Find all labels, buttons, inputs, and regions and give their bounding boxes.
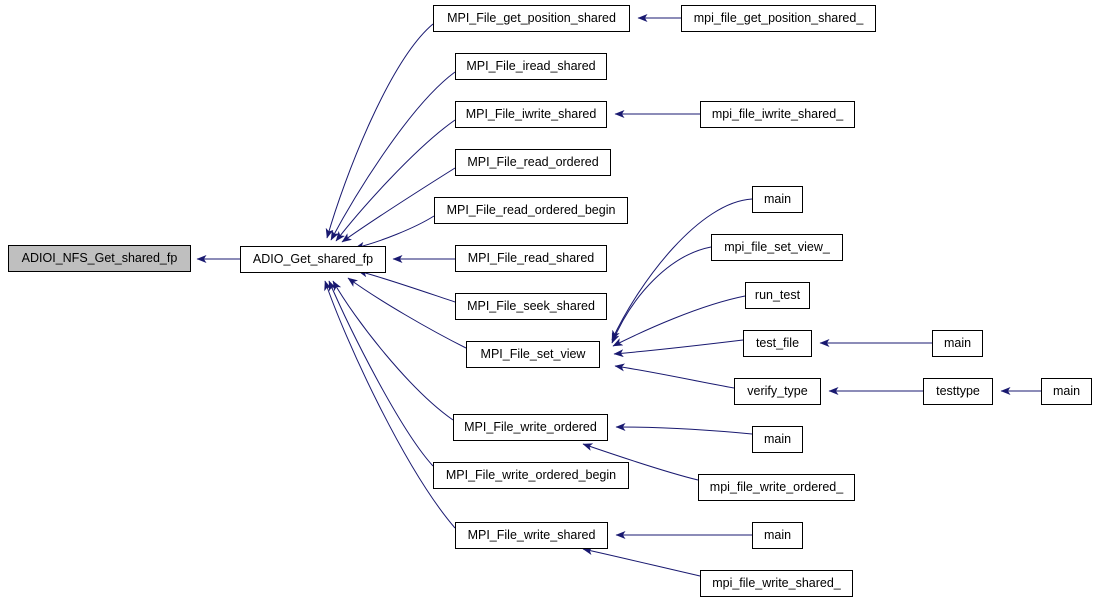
graph-node-mpi_file_write_ordered[interactable]: MPI_File_write_ordered [453, 414, 608, 441]
edge-main_setview-to-mpi_file_set_view [611, 198, 753, 341]
graph-node-label: mpi_file_write_shared_ [712, 576, 841, 591]
graph-node-main_setview[interactable]: main [752, 186, 803, 213]
edge-mpi_file_write_ordered_f-to-mpi_file_write_ordered [582, 443, 699, 481]
edge-mpi_file_write_ordered-to-adio_get_shared_fp [332, 280, 454, 421]
graph-node-label: MPI_File_iread_shared [466, 59, 596, 74]
edge-mpi_file_iwrite_shared-to-adio_get_shared_fp [335, 119, 456, 242]
graph-node-mpi_file_iwrite_shared_f[interactable]: mpi_file_iwrite_shared_ [700, 101, 855, 128]
graph-node-label: ADIOI_NFS_Get_shared_fp [21, 251, 178, 266]
edge-mpi_file_set_view_f-to-mpi_file_set_view [611, 246, 712, 344]
graph-node-label: run_test [754, 288, 801, 303]
graph-node-label: MPI_File_write_ordered [464, 420, 597, 435]
graph-node-label: MPI_File_iwrite_shared [465, 107, 597, 122]
graph-node-mpi_file_set_view[interactable]: MPI_File_set_view [466, 341, 600, 368]
graph-node-mpi_file_read_ordered[interactable]: MPI_File_read_ordered [455, 149, 611, 176]
graph-node-label: mpi_file_get_position_shared_ [693, 11, 864, 26]
edge-mpi_file_set_view-to-adio_get_shared_fp [347, 277, 467, 349]
graph-node-mpi_file_get_position_shared_f[interactable]: mpi_file_get_position_shared_ [681, 5, 876, 32]
graph-node-mpi_file_write_shared_f[interactable]: mpi_file_write_shared_ [700, 570, 853, 597]
graph-node-mpi_file_iread_shared[interactable]: MPI_File_iread_shared [455, 53, 607, 80]
graph-node-label: MPI_File_read_ordered_begin [446, 203, 616, 218]
graph-node-label: MPI_File_write_ordered_begin [445, 468, 617, 483]
graph-node-label: MPI_File_get_position_shared [447, 11, 616, 26]
edge-mpi_file_seek_shared-to-adio_get_shared_fp [357, 269, 456, 303]
graph-node-verify_type[interactable]: verify_type [734, 378, 821, 405]
graph-node-label: ADIO_Get_shared_fp [252, 252, 374, 267]
graph-node-run_test[interactable]: run_test [745, 282, 810, 309]
graph-node-label: MPI_File_read_shared [467, 251, 595, 266]
graph-node-test_file[interactable]: test_file [743, 330, 812, 357]
edge-mpi_file_write_shared-to-adio_get_shared_fp [324, 280, 456, 529]
graph-node-label: main [763, 432, 792, 447]
edge-mpi_file_get_position_shared-to-adio_get_shared_fp [325, 23, 434, 239]
edge-verify_type-to-mpi_file_set_view [614, 363, 735, 389]
graph-node-label: main [763, 192, 792, 207]
graph-node-label: MPI_File_seek_shared [467, 299, 595, 314]
graph-node-mpi_file_read_ordered_begin[interactable]: MPI_File_read_ordered_begin [434, 197, 628, 224]
edge-mpi_file_read_ordered_begin-to-adio_get_shared_fp [354, 215, 435, 250]
graph-node-mpi_file_write_shared[interactable]: MPI_File_write_shared [455, 522, 608, 549]
graph-node-testtype[interactable]: testtype [923, 378, 993, 405]
graph-node-label: testtype [936, 384, 980, 399]
graph-node-label: MPI_File_write_shared [467, 528, 596, 543]
graph-node-main_writeshared[interactable]: main [752, 522, 803, 549]
graph-node-mpi_file_iwrite_shared[interactable]: MPI_File_iwrite_shared [455, 101, 607, 128]
graph-node-label: verify_type [747, 384, 808, 399]
graph-node-main_testfile[interactable]: main [932, 330, 983, 357]
graph-node-mpi_file_write_ordered_begin[interactable]: MPI_File_write_ordered_begin [433, 462, 629, 489]
graph-node-label: MPI_File_set_view [480, 347, 586, 362]
graph-node-label: main [943, 336, 972, 351]
graph-node-label: main [763, 528, 792, 543]
graph-node-mpi_file_get_position_shared[interactable]: MPI_File_get_position_shared [433, 5, 630, 32]
graph-node-label: mpi_file_write_ordered_ [709, 480, 844, 495]
graph-node-mpi_file_write_ordered_f[interactable]: mpi_file_write_ordered_ [698, 474, 855, 501]
graph-node-label: main [1052, 384, 1081, 399]
graph-node-label: test_file [755, 336, 800, 351]
graph-node-mpi_file_seek_shared[interactable]: MPI_File_seek_shared [455, 293, 607, 320]
edge-main_writeordered-to-mpi_file_write_ordered [615, 423, 753, 435]
edge-mpi_file_write_shared_f-to-mpi_file_write_shared [582, 547, 701, 577]
graph-node-main_testtype[interactable]: main [1041, 378, 1092, 405]
edge-mpi_file_write_ordered_begin-to-adio_get_shared_fp [328, 280, 434, 467]
graph-node-mpi_file_set_view_f[interactable]: mpi_file_set_view_ [711, 234, 843, 261]
edge-mpi_file_read_ordered-to-adio_get_shared_fp [341, 167, 456, 243]
graph-node-mpi_file_read_shared[interactable]: MPI_File_read_shared [455, 245, 607, 272]
graph-node-label: mpi_file_set_view_ [724, 240, 830, 255]
edge-test_file-to-mpi_file_set_view [613, 339, 744, 358]
graph-node-main_writeordered[interactable]: main [752, 426, 803, 453]
edge-run_test-to-mpi_file_set_view [612, 295, 746, 347]
graph-node-label: MPI_File_read_ordered [467, 155, 599, 170]
graph-node-label: mpi_file_iwrite_shared_ [711, 107, 844, 122]
graph-node-adioi_nfs_get_shared_fp[interactable]: ADIOI_NFS_Get_shared_fp [8, 245, 191, 272]
edge-mpi_file_iread_shared-to-adio_get_shared_fp [330, 71, 456, 241]
graph-node-adio_get_shared_fp[interactable]: ADIO_Get_shared_fp [240, 246, 386, 273]
